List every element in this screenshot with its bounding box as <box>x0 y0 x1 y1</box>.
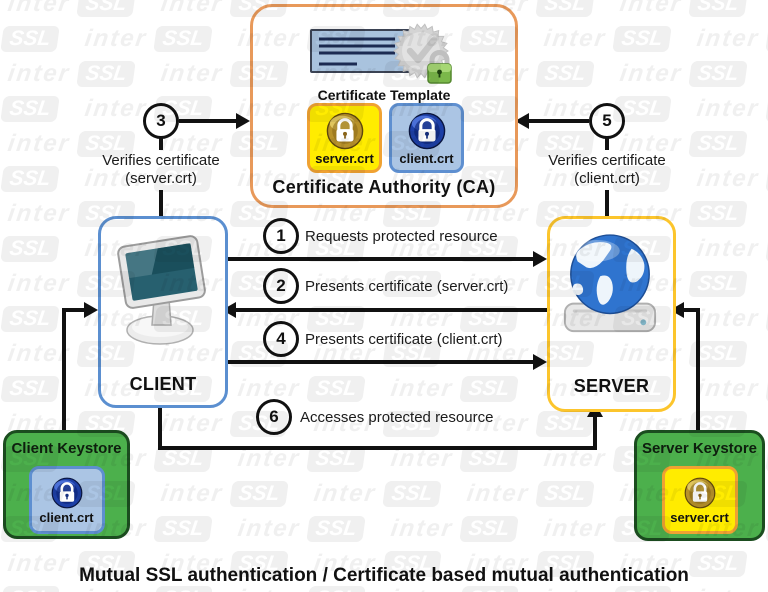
step-5-number: 5 <box>602 111 612 130</box>
certificate-template-icon <box>310 23 452 84</box>
step-4-number: 4 <box>276 329 286 348</box>
arrow-3-arrowhead <box>236 113 250 129</box>
step-1-circle: 1 <box>263 218 299 254</box>
step-5-label-line1: Verifies certificate <box>548 152 666 169</box>
server-keystore-hline <box>684 308 700 312</box>
arrow-6-vline-left <box>158 402 162 450</box>
client-keystore-cert-label: client.crt <box>39 510 94 525</box>
step-3-label: Verifies certificate (server.crt) <box>76 152 246 188</box>
ca-server-cert-badge: server.crt <box>307 103 382 173</box>
ca-client-cert-badge: client.crt <box>389 103 464 173</box>
server-globe-icon <box>563 234 657 333</box>
arrow-3-stub-top <box>159 137 163 150</box>
step-5-label: Verifies certificate (client.crt) <box>522 152 692 188</box>
client-keystore-box: Client Keystore client.crt <box>3 430 130 539</box>
arrow-3-line <box>179 119 236 123</box>
ca-server-cert-label: server.crt <box>315 151 374 166</box>
step-2-circle: 2 <box>263 268 299 304</box>
step-4-label: Presents certificate (client.crt) <box>305 331 503 348</box>
arrow-1-arrowhead <box>533 251 547 267</box>
client-label: CLIENT <box>129 374 197 394</box>
arrow-4-line <box>222 360 533 364</box>
client-keystore-title: Client Keystore <box>11 440 122 457</box>
certificate-authority-box: Certificate Template server.crt <box>250 4 518 208</box>
step-3-circle: 3 <box>143 103 179 139</box>
step-6-label: Accesses protected resource <box>300 409 494 426</box>
server-keystore-box: Server Keystore server.crt <box>634 430 765 541</box>
server-keystore-title: Server Keystore <box>641 440 758 457</box>
arrow-4-arrowhead <box>533 354 547 370</box>
arrow-2-line <box>236 308 547 312</box>
step-6-circle: 6 <box>256 399 292 435</box>
step-3-number: 3 <box>156 111 166 130</box>
client-keystore-hline <box>62 308 86 312</box>
gold-lock-icon <box>326 112 363 150</box>
server-keystore-cert-badge: server.crt <box>661 466 738 534</box>
step-6-number: 6 <box>269 407 279 426</box>
arrow-6-hline <box>158 446 597 450</box>
step-5-circle: 5 <box>589 103 625 139</box>
navy-lock-icon <box>408 112 445 150</box>
client-keystore-arrowhead <box>84 302 98 318</box>
certificate-authority-title: Certificate Authority (CA) <box>272 177 496 197</box>
step-5-label-line2: (client.crt) <box>574 170 640 187</box>
gold-lock-icon <box>684 477 715 509</box>
server-keystore-cert-label: server.crt <box>670 510 729 525</box>
server-label: SERVER <box>573 376 650 396</box>
step-2-number: 2 <box>276 276 286 295</box>
arrow-6-vline-right <box>593 416 597 450</box>
step-1-label: Requests protected resource <box>305 228 498 245</box>
server-box: SERVER <box>547 216 676 412</box>
arrow-5-stub-top <box>605 137 609 150</box>
certificate-template-label: Certificate Template <box>317 87 451 103</box>
diagram-title: Mutual SSL authentication / Certificate … <box>79 565 689 586</box>
ca-client-cert-label: client.crt <box>399 151 454 166</box>
step-4-circle: 4 <box>263 321 299 357</box>
step-3-label-line1: Verifies certificate <box>102 152 220 169</box>
arrow-1-line <box>222 257 533 261</box>
client-keystore-vline <box>62 308 66 432</box>
step-3-label-line2: (server.crt) <box>125 170 197 187</box>
navy-lock-icon <box>51 477 82 509</box>
arrow-3-stub-bottom <box>159 190 163 218</box>
client-box: CLIENT <box>98 216 228 408</box>
step-2-label: Presents certificate (server.crt) <box>305 278 509 295</box>
step-1-number: 1 <box>276 226 286 245</box>
server-keystore-vline <box>696 308 700 432</box>
client-monitor-icon <box>117 235 206 345</box>
client-keystore-cert-badge: client.crt <box>28 466 105 534</box>
arrow-5-stub-bottom <box>605 190 609 218</box>
arrow-5-line <box>529 119 589 123</box>
